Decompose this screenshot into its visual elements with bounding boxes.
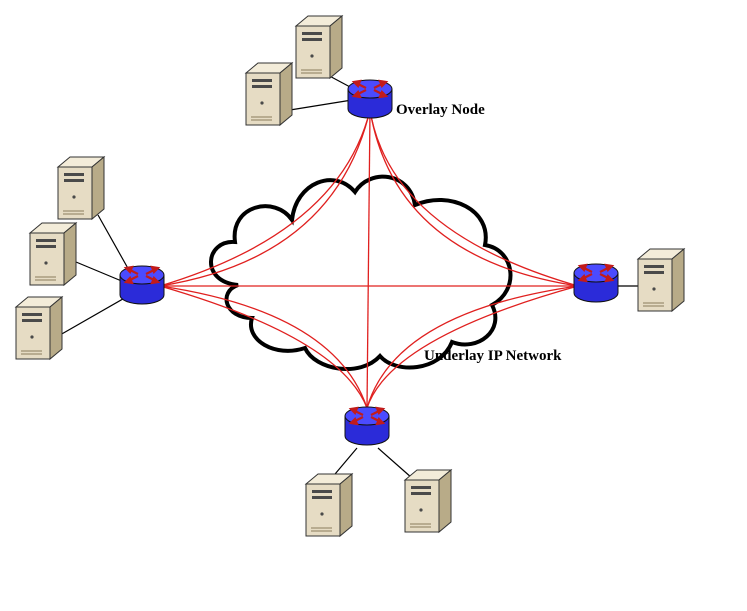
link-top-right-outer	[369, 109, 579, 287]
link-right-bottom-outer	[366, 285, 579, 409]
link-bottom-left-outer	[159, 285, 368, 409]
server-icon	[295, 15, 343, 79]
overlay-node-label: Overlay Node	[396, 102, 485, 118]
overlay-links	[159, 109, 579, 409]
server-icon	[637, 248, 685, 312]
link-right-bottom	[366, 285, 579, 409]
router-icon	[346, 78, 394, 120]
router-icon	[118, 264, 166, 306]
router-icon	[572, 262, 620, 304]
server-icon	[15, 296, 63, 360]
link-left-top	[159, 109, 371, 287]
server-icon	[245, 62, 293, 126]
server-icon	[57, 156, 105, 220]
link-top-right	[369, 109, 579, 287]
server-icon	[29, 222, 77, 286]
link-bottom-left	[159, 285, 368, 409]
underlay-network-label: Underlay IP Network	[424, 348, 562, 364]
server-icon	[305, 473, 353, 537]
server-icon	[404, 469, 452, 533]
link-top-bottom	[366, 109, 371, 409]
router-icon	[343, 405, 391, 447]
underlay-cloud	[209, 174, 513, 372]
link-left-top-outer	[159, 109, 371, 287]
server-links	[59, 71, 638, 481]
